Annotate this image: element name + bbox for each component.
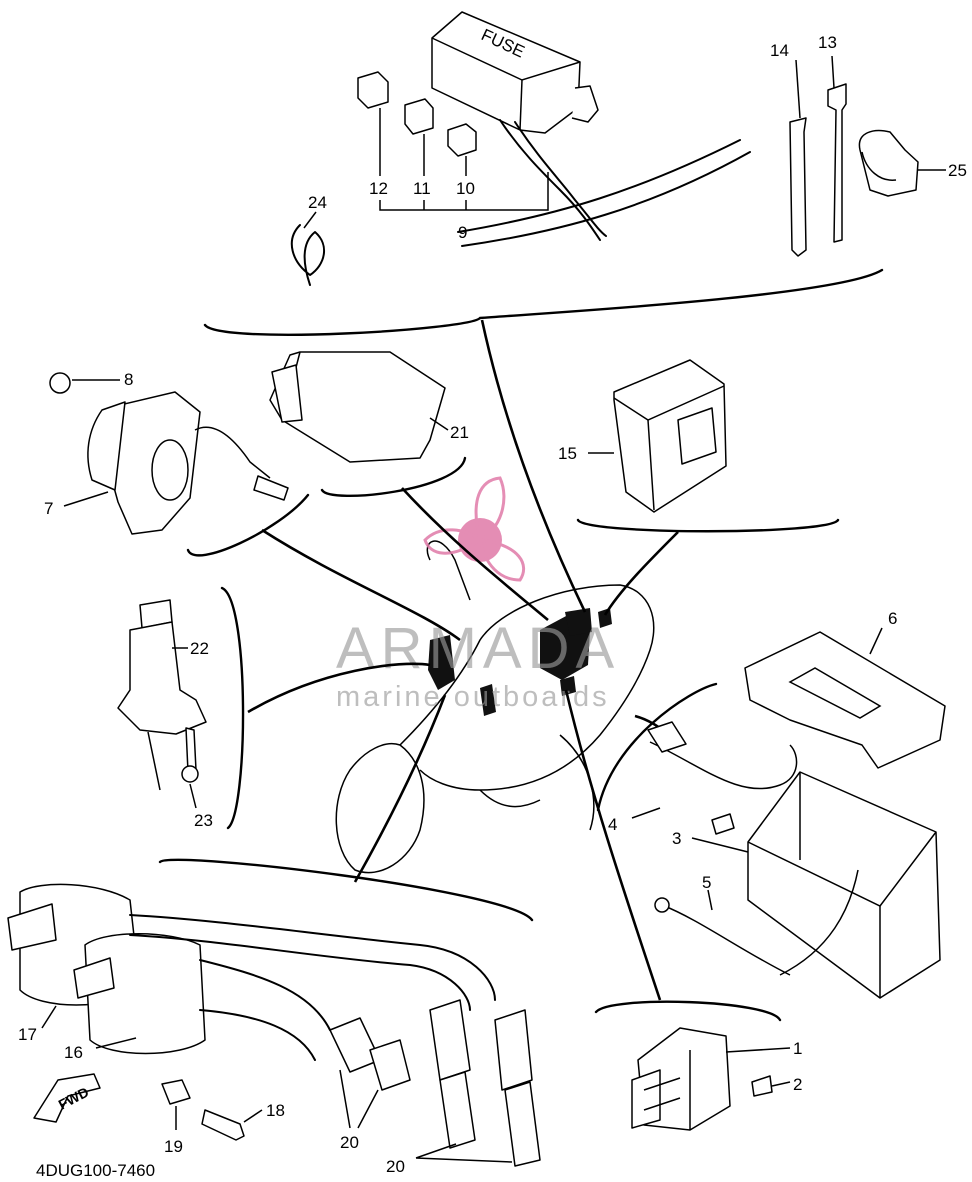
callout-numbers: 1 2 3 4 5 6 7 8 9 10 11 12 13 14 15 16 1… [18, 33, 967, 1176]
callout-20b: 20 [386, 1157, 405, 1176]
callout-24: 24 [308, 193, 327, 212]
battery-group [596, 631, 946, 999]
watermark-tagline: marine outboards [336, 681, 610, 713]
watermark-name: ARMADA [336, 616, 620, 681]
callout-4: 4 [608, 815, 617, 834]
callout-10: 10 [456, 179, 475, 198]
callout-18: 18 [266, 1101, 285, 1120]
callout-9: 9 [458, 223, 467, 242]
callout-19: 19 [164, 1137, 183, 1156]
part-15 [576, 359, 840, 533]
callout-15: 15 [558, 444, 577, 463]
callout-22: 22 [190, 639, 209, 658]
diagram-code: 4DUG100-7460 [36, 1161, 155, 1180]
callout-14: 14 [770, 41, 789, 60]
callout-leaders [41, 55, 946, 1163]
fuse-box-group: FUSE [203, 11, 919, 336]
callout-12: 12 [369, 179, 388, 198]
part-7 [49, 372, 310, 557]
leader-lines [247, 319, 679, 1001]
callout-20a: 20 [340, 1133, 359, 1152]
watermark: ARMADA marine outboards [336, 476, 620, 713]
callout-23: 23 [194, 811, 213, 830]
callout-1: 1 [793, 1039, 802, 1058]
callout-3: 3 [672, 829, 681, 848]
callout-8: 8 [124, 370, 133, 389]
callout-17: 17 [18, 1025, 37, 1044]
callout-5: 5 [702, 873, 711, 892]
coil-group: FWD [7, 858, 541, 1167]
callout-16: 16 [64, 1043, 83, 1062]
callout-11: 11 [413, 179, 431, 198]
module-21 [269, 351, 467, 498]
callout-7: 7 [44, 499, 53, 518]
motorcycle-outline [335, 540, 655, 874]
callout-25: 25 [948, 161, 967, 180]
callout-13: 13 [818, 33, 837, 52]
part-22 [117, 586, 245, 830]
callout-21: 21 [450, 423, 469, 442]
callout-2: 2 [793, 1075, 802, 1094]
regulator-group [594, 1000, 782, 1131]
callout-6: 6 [888, 609, 897, 628]
